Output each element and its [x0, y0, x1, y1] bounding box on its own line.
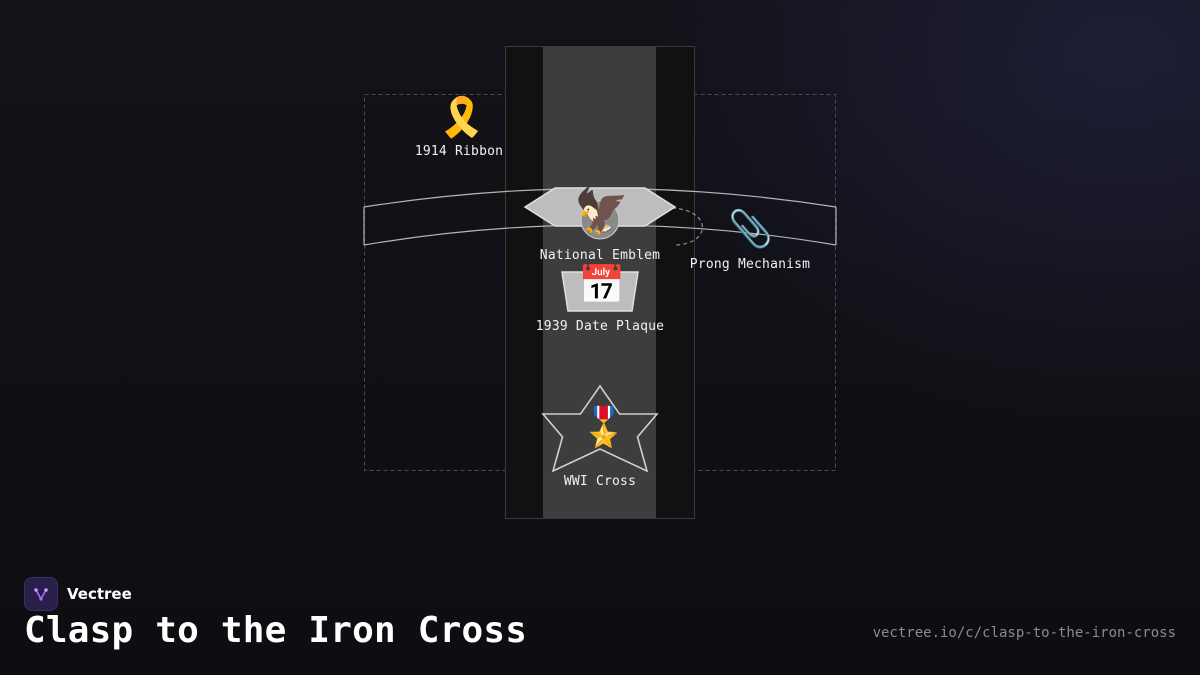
medal-icon: 🎖️	[580, 405, 628, 449]
cross-label: WWI Cross	[563, 474, 637, 489]
page-url[interactable]: vectree.io/c/clasp-to-the-iron-cross	[872, 625, 1176, 641]
eagle-icon: 🦅	[574, 186, 629, 237]
emblem-label: National Emblem	[539, 248, 661, 263]
prong-label: Prong Mechanism	[689, 257, 811, 272]
calendar-icon: 📅	[578, 263, 626, 307]
cross-shape	[541, 384, 659, 473]
paperclip-icon: 📎	[728, 209, 773, 250]
plaque-shape	[561, 271, 639, 312]
page-title: Clasp to the Iron Cross	[24, 610, 528, 651]
vectree-tree-icon	[24, 577, 58, 611]
ribbon-icon: 🎗️	[438, 95, 486, 139]
outline-frame	[364, 94, 836, 471]
plaque-label: 1939 Date Plaque	[535, 319, 665, 334]
ribbon-label: 1914 Ribbon	[414, 144, 504, 159]
brand-name: Vectree	[67, 585, 132, 603]
emblem-medallion	[580, 200, 620, 240]
prong-arc	[671, 207, 703, 246]
brand[interactable]: Vectree	[24, 577, 132, 611]
